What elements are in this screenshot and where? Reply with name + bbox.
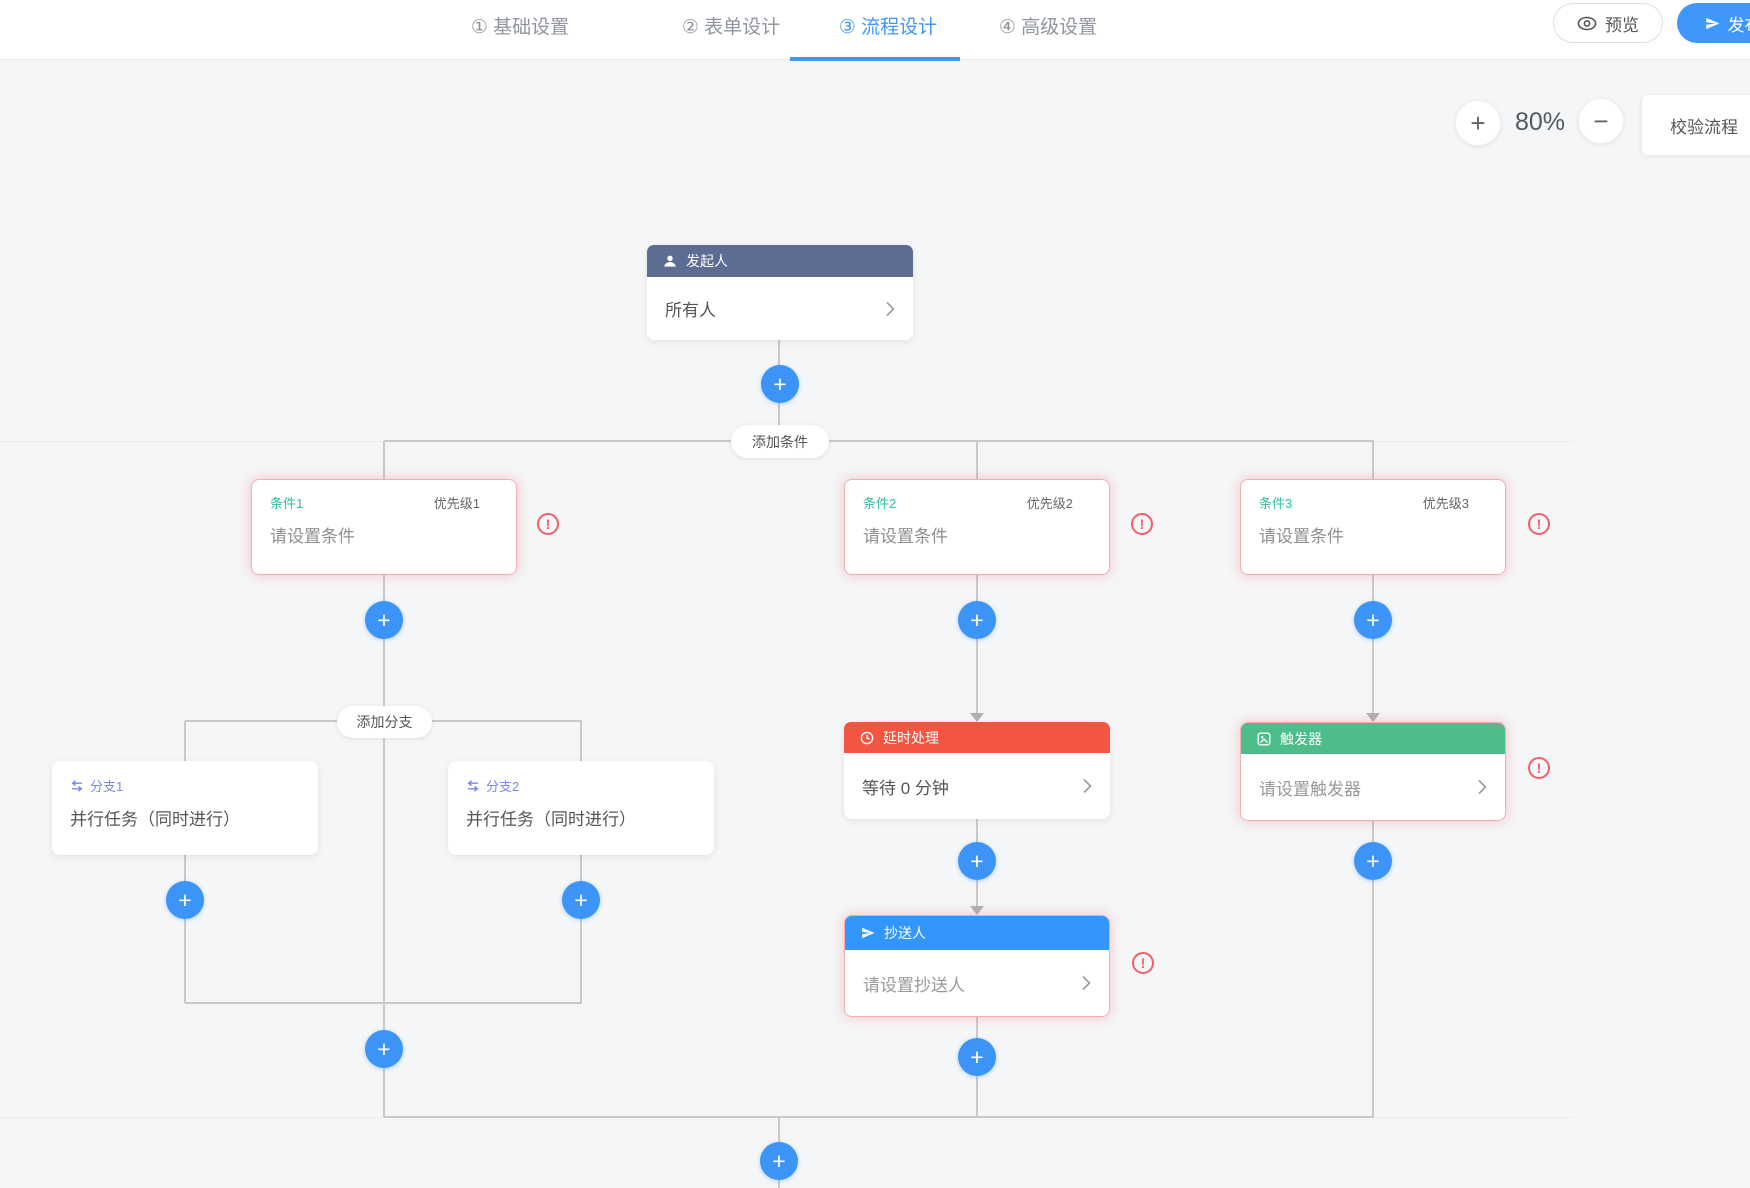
delay-node[interactable]: 延时处理 等待 0 分钟 bbox=[844, 722, 1110, 819]
warning-icon: ! bbox=[537, 513, 559, 535]
initiator-node-header: 发起人 bbox=[647, 245, 913, 277]
connector-line bbox=[1372, 819, 1374, 1117]
add-node-button[interactable]: + bbox=[562, 881, 600, 919]
trigger-content: 请设置触发器 bbox=[1259, 779, 1361, 799]
condition-label: 条件1 bbox=[270, 496, 304, 511]
connector-line bbox=[580, 721, 582, 761]
condition-content: 请设置条件 bbox=[863, 527, 948, 546]
add-branch-button[interactable]: 添加分支 bbox=[337, 706, 432, 738]
chevron-right-icon bbox=[1083, 778, 1092, 794]
condition-node-2[interactable]: 条件2 优先级2 请设置条件 bbox=[844, 479, 1110, 575]
tab-advanced-settings[interactable]: ④ 高级设置 bbox=[998, 17, 1098, 38]
condition-content: 请设置条件 bbox=[270, 527, 355, 546]
arrow-down-icon bbox=[970, 713, 984, 722]
condition-node-3[interactable]: 条件3 优先级3 请设置条件 bbox=[1240, 479, 1506, 575]
warning-icon: ! bbox=[1528, 513, 1550, 535]
validate-process-button[interactable]: 校验流程 bbox=[1642, 95, 1750, 155]
connector-line bbox=[976, 575, 978, 714]
connector-line bbox=[976, 441, 978, 479]
preview-button[interactable]: 预览 bbox=[1553, 3, 1663, 43]
connector-line bbox=[383, 575, 385, 1003]
add-node-button[interactable]: + bbox=[958, 1038, 996, 1076]
trigger-node-header: 触发器 bbox=[1241, 723, 1505, 754]
connector-line bbox=[383, 441, 385, 479]
delay-node-header: 延时处理 bbox=[844, 722, 1110, 753]
initiator-node[interactable]: 发起人 所有人 bbox=[647, 245, 913, 340]
eye-icon bbox=[1577, 16, 1597, 31]
cc-title: 抄送人 bbox=[884, 925, 926, 941]
branch-label-text: 分支1 bbox=[90, 779, 124, 794]
branch-node-1[interactable]: 分支1 并行任务（同时进行） bbox=[52, 761, 318, 855]
condition-priority: 优先级3 bbox=[1422, 496, 1469, 511]
zoom-out-button[interactable]: − bbox=[1578, 98, 1624, 144]
cc-node[interactable]: 抄送人 请设置抄送人 bbox=[844, 915, 1110, 1017]
publish-button[interactable]: 发布 bbox=[1677, 3, 1750, 43]
preview-label: 预览 bbox=[1605, 15, 1639, 35]
connector-line bbox=[1372, 441, 1374, 479]
connector-line bbox=[384, 440, 1374, 442]
connector-line bbox=[184, 721, 186, 761]
delay-content: 等待 0 分钟 bbox=[862, 778, 949, 798]
zoom-in-button[interactable]: + bbox=[1455, 100, 1501, 146]
clock-icon bbox=[860, 731, 874, 745]
arrow-down-icon bbox=[970, 906, 984, 915]
publish-label: 发布 bbox=[1727, 15, 1750, 35]
add-node-button[interactable]: + bbox=[166, 881, 204, 919]
connector-line bbox=[384, 1116, 1374, 1118]
add-node-button[interactable]: + bbox=[761, 365, 799, 403]
chevron-right-icon bbox=[886, 301, 895, 317]
add-condition-button[interactable]: 添加条件 bbox=[731, 425, 829, 458]
add-node-button[interactable]: + bbox=[1354, 601, 1392, 639]
branch-node-2[interactable]: 分支2 并行任务（同时进行） bbox=[448, 761, 714, 855]
trigger-title: 触发器 bbox=[1280, 730, 1322, 747]
active-tab-underline bbox=[790, 57, 960, 61]
condition-node-1[interactable]: 条件1 优先级1 请设置条件 bbox=[251, 479, 517, 575]
arrow-down-icon bbox=[1366, 713, 1380, 722]
branch-label-text: 分支2 bbox=[486, 779, 520, 794]
trigger-node[interactable]: 触发器 请设置触发器 bbox=[1240, 722, 1506, 821]
connector-line bbox=[184, 855, 186, 1003]
warning-icon: ! bbox=[1132, 952, 1154, 974]
condition-label: 条件2 bbox=[863, 496, 897, 511]
cc-node-header: 抄送人 bbox=[845, 916, 1109, 950]
add-node-button[interactable]: + bbox=[958, 601, 996, 639]
condition-priority: 优先级2 bbox=[1026, 496, 1073, 511]
add-node-button[interactable]: + bbox=[365, 1030, 403, 1068]
delay-title: 延时处理 bbox=[883, 729, 939, 746]
parallel-branch-icon bbox=[466, 779, 480, 792]
connector-line bbox=[1372, 575, 1374, 714]
cc-content: 请设置抄送人 bbox=[863, 975, 965, 995]
tab-basic-settings[interactable]: ① 基础设置 bbox=[470, 17, 570, 38]
initiator-title: 发起人 bbox=[686, 253, 728, 269]
trigger-icon bbox=[1257, 732, 1271, 746]
add-node-button[interactable]: + bbox=[958, 842, 996, 880]
add-node-button[interactable]: + bbox=[365, 601, 403, 639]
top-bar: ① 基础设置 ② 表单设计 ③ 流程设计 ④ 高级设置 预览 发布 bbox=[0, 0, 1750, 61]
chevron-right-icon bbox=[1478, 779, 1487, 795]
parallel-branch-icon bbox=[70, 779, 84, 792]
zoom-level: 80% bbox=[1514, 108, 1566, 136]
condition-label: 条件3 bbox=[1259, 496, 1293, 511]
initiator-content: 所有人 bbox=[665, 301, 716, 320]
condition-priority: 优先级1 bbox=[433, 496, 480, 511]
person-icon bbox=[663, 254, 677, 268]
paper-plane-icon bbox=[1705, 16, 1720, 31]
branch-content: 并行任务（同时进行） bbox=[466, 810, 636, 829]
warning-icon: ! bbox=[1131, 513, 1153, 535]
warning-icon: ! bbox=[1528, 757, 1550, 779]
tab-process-design[interactable]: ③ 流程设计 bbox=[838, 17, 938, 38]
connector-line bbox=[580, 855, 582, 1003]
add-node-button[interactable]: + bbox=[760, 1142, 798, 1180]
add-node-button[interactable]: + bbox=[1354, 842, 1392, 880]
condition-content: 请设置条件 bbox=[1259, 527, 1344, 546]
tab-form-design[interactable]: ② 表单设计 bbox=[681, 17, 781, 38]
chevron-right-icon bbox=[1082, 975, 1091, 991]
paper-plane-icon bbox=[861, 926, 875, 940]
branch-content: 并行任务（同时进行） bbox=[70, 810, 240, 829]
